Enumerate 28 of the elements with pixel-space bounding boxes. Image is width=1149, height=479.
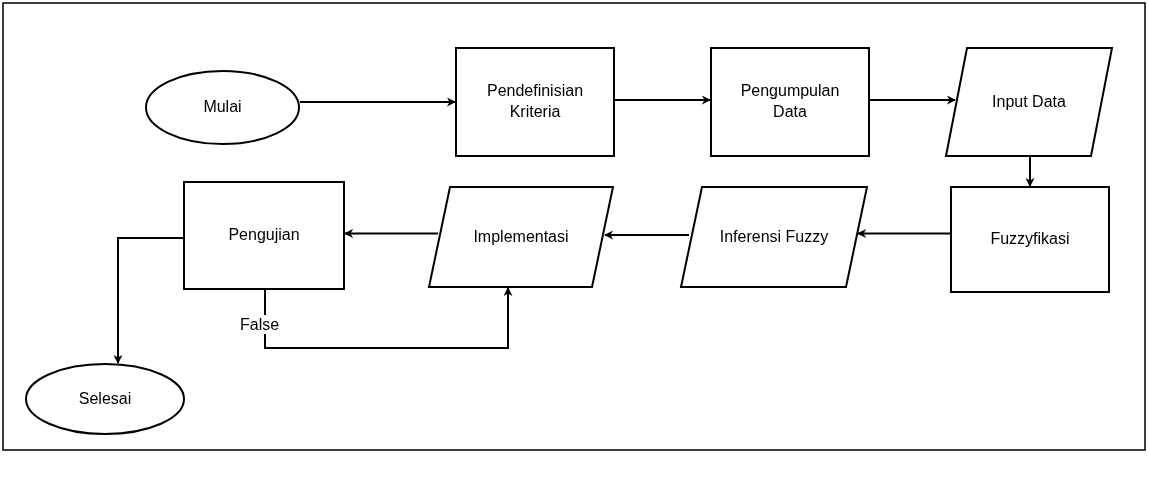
arrow xyxy=(604,230,690,240)
arrow xyxy=(869,95,956,105)
arrow xyxy=(344,229,439,238)
node-label: Selesai xyxy=(77,388,133,409)
arrow xyxy=(1025,156,1035,187)
node-label: Pengumpulan Data xyxy=(739,81,841,122)
arrow xyxy=(614,95,711,105)
node-label: Mulai xyxy=(202,97,243,118)
arrow xyxy=(299,97,456,107)
node-label: Pengujian xyxy=(227,225,301,246)
process-box xyxy=(950,186,1110,293)
edge-label: False xyxy=(239,315,281,335)
input-output-parallelogram xyxy=(945,47,1113,157)
input-output-parallelogram xyxy=(428,186,614,288)
process-box xyxy=(455,47,615,157)
process-box xyxy=(710,47,870,157)
node-label: Input Data xyxy=(991,91,1067,112)
node-label: Pendefinisian Kriteria xyxy=(485,81,585,122)
terminal-ellipse xyxy=(145,70,300,145)
process-box xyxy=(183,181,345,290)
terminal-ellipse xyxy=(25,363,185,435)
input-output-parallelogram xyxy=(680,186,868,288)
node-label: Fuzzyfikasi xyxy=(989,229,1071,250)
arrow xyxy=(857,229,951,238)
arrow xyxy=(113,237,184,364)
node-label: Implementasi xyxy=(472,226,570,247)
arrow xyxy=(264,287,513,349)
node-label: Inferensi Fuzzy xyxy=(718,226,830,247)
